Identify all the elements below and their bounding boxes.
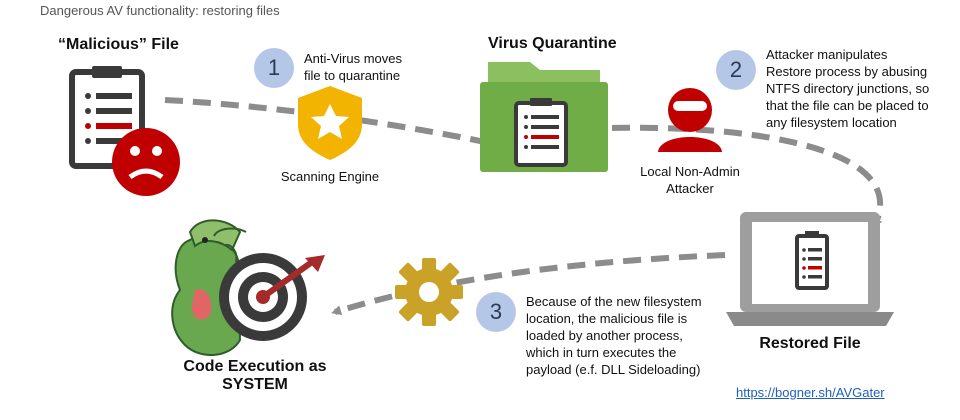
arrow-quarantine-to-restored (611, 124, 884, 229)
step-3-text: Because of the new filesystem location, … (526, 294, 702, 377)
header-partial-text: Dangerous AV functionality: restoring fi… (40, 3, 280, 18)
alligator-mascot-icon (171, 219, 247, 357)
malicious-file-title: “Malicious” File (58, 36, 179, 53)
arrow-file-to-quarantine (164, 97, 504, 149)
virus-quarantine-title: Virus Quarantine (488, 35, 617, 52)
laptop-icon (726, 212, 894, 326)
gear-icon (395, 258, 463, 326)
restored-file-label: Restored File (759, 335, 861, 352)
attacker-label: Local Non-Admin Attacker (640, 164, 740, 196)
step-2-text: Attacker manipulates Restore process by … (766, 47, 930, 130)
shield-icon (298, 86, 362, 160)
folder-icon (480, 62, 608, 172)
target-icon (219, 253, 325, 341)
step-1-text: Anti-Virus moves file to quarantine (304, 51, 403, 83)
arrow-restored-to-execution (331, 252, 726, 316)
code-execution-label: Code Execution as SYSTEM (183, 358, 327, 393)
hacker-icon (658, 88, 722, 152)
sad-face-icon (112, 128, 180, 196)
step-1-circle: 1 (254, 48, 294, 88)
step-3-circle: 3 (476, 292, 516, 332)
scanning-engine-label: Scanning Engine (280, 169, 380, 184)
step-2-circle: 2 (716, 50, 756, 90)
avgater-link[interactable]: https://bogner.sh/AVGater (736, 385, 885, 400)
